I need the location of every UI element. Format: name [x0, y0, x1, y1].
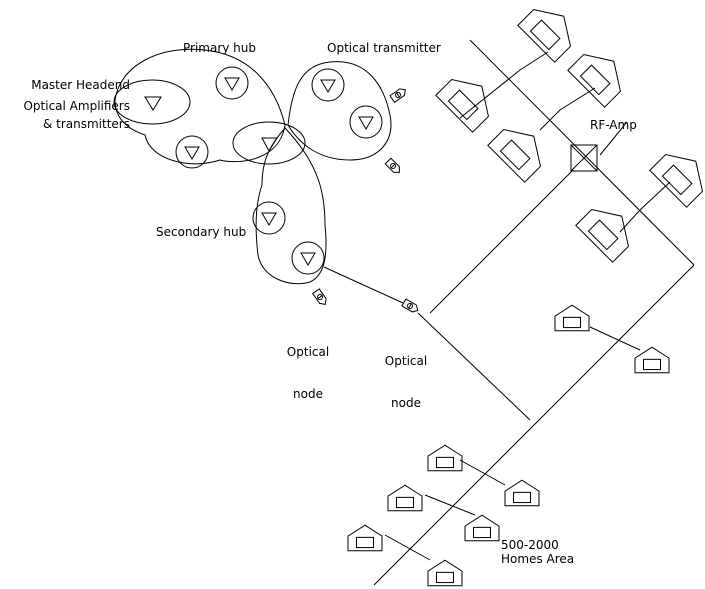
house-icon	[517, 8, 572, 63]
drop-line	[519, 51, 549, 71]
homes-area-label: 500-2000	[501, 538, 559, 552]
drop-line	[459, 459, 506, 486]
homes-area-label: Homes Area	[501, 552, 575, 566]
house-icon	[649, 153, 704, 208]
house-icon	[427, 559, 463, 587]
secondary-hub-circle	[252, 201, 286, 235]
triangle-icon	[300, 252, 316, 266]
triangle-icon	[224, 77, 240, 91]
rf-amp-label: RF-Amp	[590, 118, 637, 132]
optical-node-label: Optical	[286, 345, 330, 359]
coax-line-b	[429, 169, 574, 314]
house-icon	[634, 346, 670, 374]
transmitter-loop	[287, 61, 392, 161]
house-icon	[464, 514, 500, 542]
drop-line	[589, 326, 641, 351]
primary-hub-label: Primary hub	[183, 41, 257, 55]
drop-line	[639, 181, 671, 211]
houses	[347, 8, 704, 587]
house-icon	[567, 53, 622, 108]
primary-hub-circle	[215, 66, 249, 100]
hub-circle-lower	[175, 135, 209, 169]
triangle-icon	[184, 146, 200, 160]
optical-node-icon	[384, 157, 400, 173]
house-icon	[554, 304, 590, 332]
triangle-icon	[261, 137, 278, 153]
rf-amp-icon	[570, 144, 598, 172]
secondary-hub-label: Secondary hub	[156, 225, 247, 239]
drop-line	[424, 494, 476, 516]
master-headend-label: Master Headend	[31, 78, 130, 92]
secondary-hub-circle-2	[291, 241, 325, 275]
optical-node-label: node	[391, 396, 421, 410]
optical-node-icon	[401, 298, 419, 313]
coax-lines	[323, 39, 695, 586]
fiber-link	[323, 266, 404, 304]
optical-node-icon	[389, 88, 406, 103]
drop-line	[384, 534, 431, 561]
master-headend-ellipse	[113, 79, 191, 125]
house-icon	[427, 444, 463, 472]
house-icon	[487, 128, 542, 183]
triangle-icon	[261, 212, 277, 226]
coax-trunk-main	[469, 39, 695, 266]
coax-distribution	[373, 264, 695, 586]
optical-node-icon	[312, 288, 327, 305]
drop-line	[599, 121, 628, 156]
central-hub-ellipse	[232, 121, 306, 165]
triangle-icon	[358, 116, 374, 130]
triangle-icon	[320, 79, 336, 93]
optical-transmitter-circle	[311, 68, 345, 102]
optical-node-label: Optical	[384, 354, 428, 368]
house-icon	[387, 484, 423, 512]
drop-line	[559, 87, 596, 111]
triangle-icon	[144, 96, 162, 111]
drop-line	[459, 69, 521, 119]
optical-node-symbols	[312, 88, 419, 313]
house-icon	[435, 78, 490, 133]
drop-line	[619, 209, 641, 233]
coax-line-a	[417, 312, 531, 421]
secondary-hub-loop	[255, 127, 327, 285]
house-icon	[347, 524, 383, 552]
house-icon	[504, 479, 540, 507]
house-icon	[575, 208, 630, 263]
optical-node-label: node	[293, 387, 323, 401]
master-headend-label: Optical Amplifiers	[23, 99, 130, 113]
transmitter-circle-2	[349, 105, 383, 139]
primary-hub-loop	[114, 48, 286, 165]
master-headend-label: & transmitters	[42, 117, 130, 131]
drop-line	[539, 109, 561, 131]
optical-transmitter-label: Optical transmitter	[327, 41, 441, 55]
headend-hub-network	[113, 48, 392, 285]
